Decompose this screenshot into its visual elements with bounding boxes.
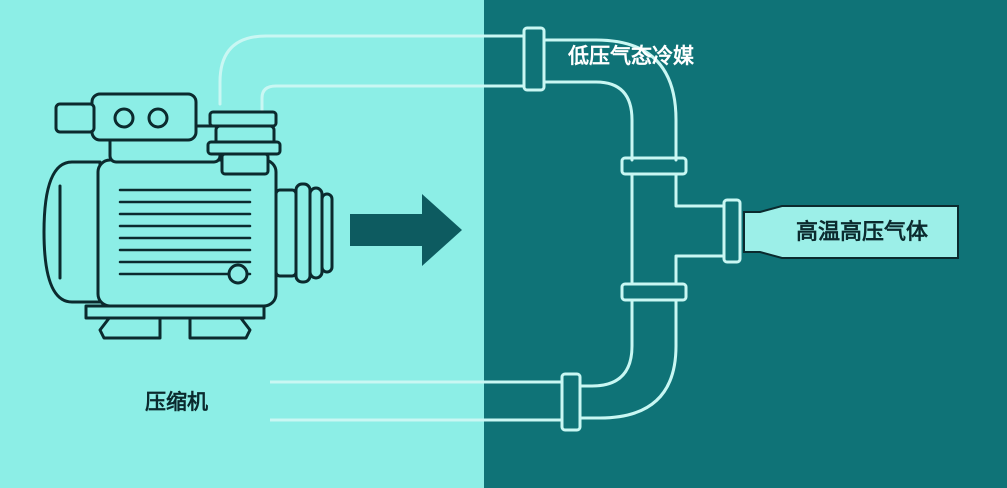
compressor-icon <box>42 92 334 340</box>
return-lines <box>270 380 484 422</box>
pipe-network-icon <box>218 26 742 432</box>
flow-arrow-icon <box>350 194 462 266</box>
outlet-nozzle <box>743 205 959 259</box>
low-pressure-refrigerant-label: 低压气态冷媒 <box>568 44 694 68</box>
compressor-label: 压缩机 <box>145 390 208 414</box>
high-temp-gas-label: 高温高压气体 <box>796 220 929 245</box>
